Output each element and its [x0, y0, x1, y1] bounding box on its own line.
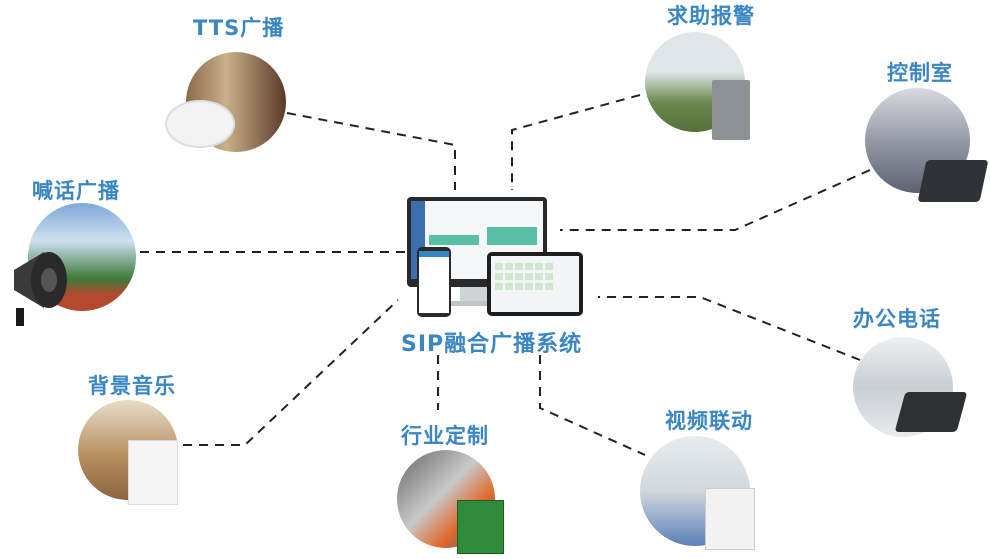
label-help: 求助报警 — [667, 4, 755, 28]
label-bgm: 背景音乐 — [88, 374, 176, 398]
horn-speaker-icon — [4, 250, 74, 326]
ip-phone-icon — [894, 392, 968, 432]
label-industry: 行业定制 — [401, 424, 489, 448]
line-bgm — [183, 299, 399, 446]
label-control: 控制室 — [887, 61, 953, 85]
label-office: 办公电话 — [853, 307, 941, 331]
control-console-icon — [917, 160, 989, 202]
label-video: 视频联动 — [665, 409, 753, 433]
label-shout: 喊话广播 — [32, 179, 120, 203]
help-post-icon — [712, 80, 750, 140]
label-tts: TTS广播 — [193, 16, 285, 40]
line-control — [560, 169, 871, 231]
line-office — [598, 296, 861, 361]
ceiling-speaker-icon — [165, 100, 235, 148]
line-tts — [286, 112, 456, 190]
line-help — [511, 94, 641, 190]
line-video — [539, 355, 646, 456]
intercom-panel-icon — [705, 488, 755, 550]
wall-speaker-icon — [128, 440, 178, 505]
circuit-board-icon — [457, 500, 504, 554]
center-title: SIP融合广播系统 — [401, 332, 583, 357]
sip-system-devices — [405, 195, 585, 320]
